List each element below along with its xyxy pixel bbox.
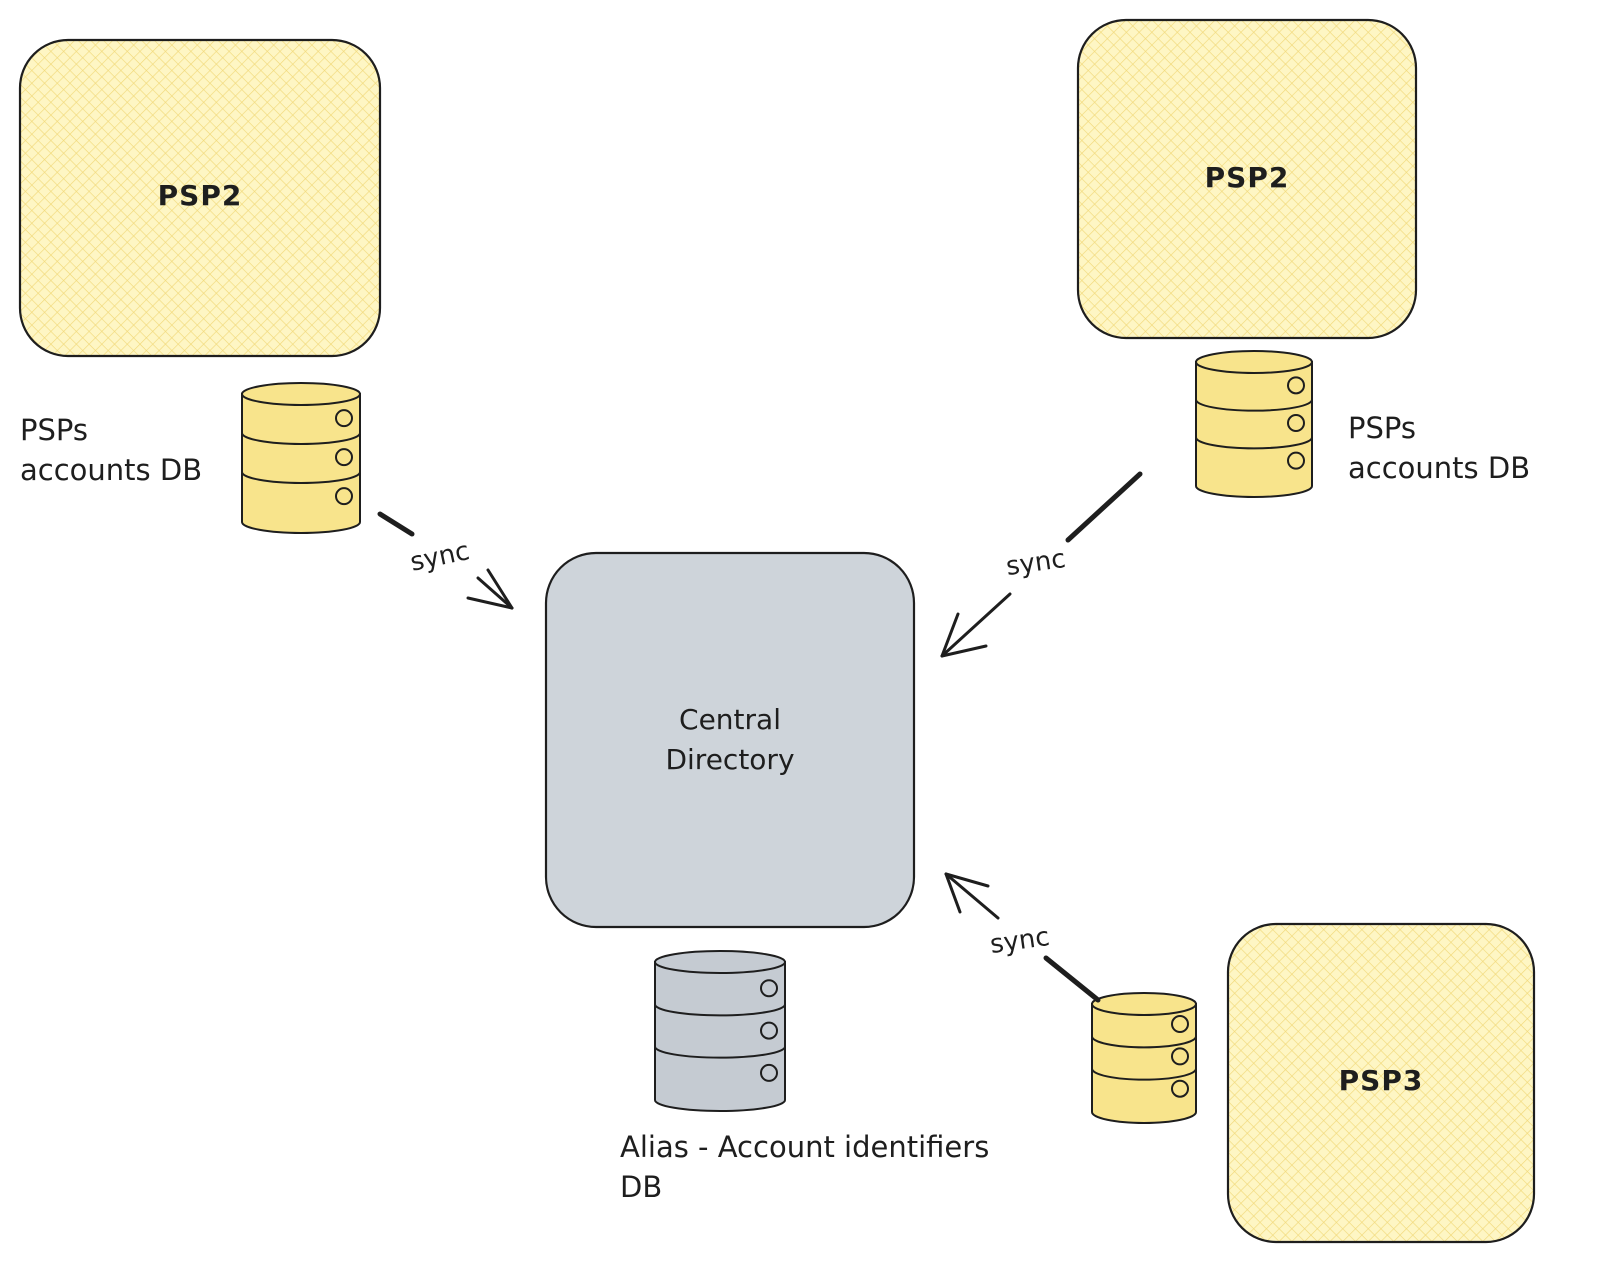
psp-box-top-left — [18, 38, 382, 358]
psp-label-top-left: PSP2 — [157, 179, 243, 212]
db-label-central-line1: Alias - Account identifiers — [620, 1130, 990, 1164]
database-icon — [241, 382, 361, 534]
central-directory-label-line1: Central — [679, 703, 781, 736]
psp-label-top-right: PSP2 — [1204, 161, 1290, 194]
sync-arrow-top-left — [377, 511, 514, 610]
sync-arrow-top-right — [940, 471, 1143, 658]
db-label-central-line2: DB — [620, 1170, 663, 1204]
db-label-top-right-line2: accounts DB — [1348, 451, 1531, 485]
database-icon — [1091, 992, 1197, 1124]
db-label-top-right-line1: PSPs — [1348, 411, 1416, 445]
psp-label-bottom-right: PSP3 — [1338, 1064, 1424, 1097]
psp-box-bottom-right — [1226, 922, 1536, 1244]
database-icon — [1195, 350, 1313, 498]
db-label-top-left-line2: accounts DB — [20, 453, 203, 487]
sync-arrow-bottom-right — [944, 872, 1101, 1003]
database-icon — [654, 950, 786, 1112]
central-directory-label-line2: Directory — [665, 743, 795, 776]
psp-box-top-right — [1076, 18, 1418, 340]
central-directory-box — [544, 551, 916, 929]
db-label-top-left-line1: PSPs — [20, 413, 88, 447]
